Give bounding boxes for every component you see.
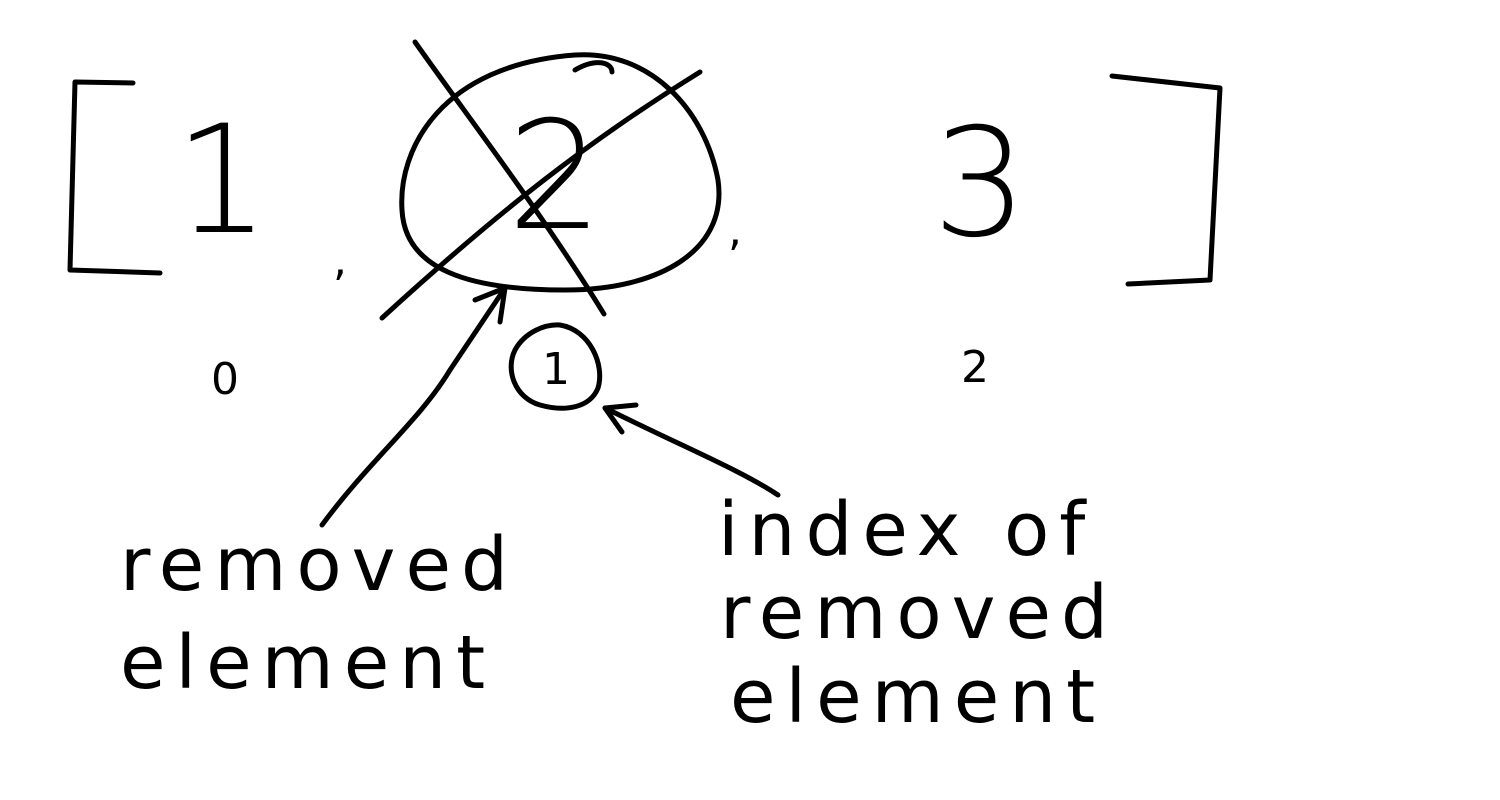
annotation-removed-element-line-2: element: [120, 620, 495, 706]
arrow-to-removed-index-head: [602, 402, 639, 435]
cross-out-stroke-1: [412, 39, 607, 317]
right-bracket: [1109, 73, 1223, 287]
array-index-0: 0: [211, 354, 239, 405]
removed-element-circle: [399, 52, 722, 293]
array-separator-0: ,: [333, 235, 347, 286]
cross-out-stroke-2: [379, 69, 703, 321]
arrow-to-removed-element-head: [472, 285, 508, 325]
array-index-2: 2: [961, 342, 989, 393]
array-element-0-value: 1: [174, 94, 269, 268]
arrow-to-removed-index: [602, 405, 781, 498]
annotation-removed-element-line-1: removed: [120, 522, 518, 608]
array-element-2-value: 3: [932, 97, 1027, 271]
array-separator-1: ,: [728, 205, 742, 256]
array-index-1: 1: [542, 344, 570, 395]
removed-element-circle-tail: [572, 60, 615, 75]
annotation-index-of-removed-element-line-2: removed: [720, 570, 1118, 656]
left-bracket: [67, 79, 163, 276]
annotation-index-of-removed-element-line-3: element: [730, 654, 1105, 740]
annotation-index-of-removed-element-line-1: index of: [718, 487, 1095, 573]
arrow-to-removed-element: [319, 285, 508, 528]
removed-index-circle: [508, 322, 603, 411]
